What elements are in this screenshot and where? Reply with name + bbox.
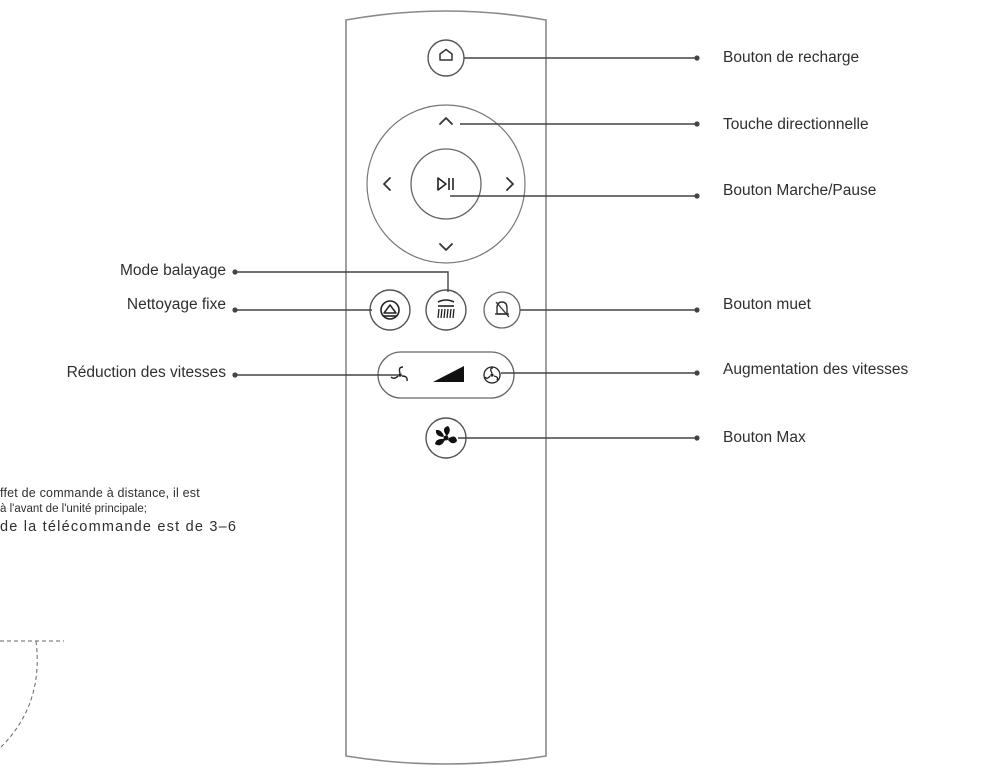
leader-line-directional — [460, 121, 700, 127]
mute-bell-icon — [495, 301, 510, 318]
label-spot-clean: Nettoyage fixe — [126, 296, 226, 313]
leader-line-mute — [520, 307, 700, 313]
home-icon — [439, 48, 453, 61]
play-pause-icon — [437, 177, 454, 191]
leader-line-play-pause — [450, 193, 700, 199]
leader-line-speed-up — [501, 370, 700, 376]
chevron-left-icon[interactable] — [383, 177, 391, 191]
play-pause-button[interactable] — [410, 148, 482, 220]
label-sweep-mode: Mode balayage — [120, 262, 226, 279]
fan-medium-icon — [483, 366, 501, 384]
note-line-2: à l'avant de l'unité principale; — [0, 503, 147, 515]
label-speed-down: Réduction des vitesses — [66, 364, 226, 381]
sweep-mode-button[interactable] — [425, 289, 467, 331]
label-max: Bouton Max — [723, 429, 806, 446]
fan-small-icon — [390, 366, 408, 382]
label-speed-up: Augmentation des vitesses — [723, 361, 909, 378]
label-mute: Bouton muet — [723, 296, 811, 313]
label-play-pause: Bouton Marche/Pause — [723, 182, 877, 199]
label-recharge: Bouton de recharge — [723, 49, 860, 66]
speed-level-icon — [433, 366, 464, 382]
note-line-1: ffet de commande à distance, il est — [0, 486, 200, 500]
leader-line-max — [458, 435, 700, 441]
sweep-brush-icon — [437, 299, 455, 319]
spot-clean-icon — [380, 300, 400, 320]
leader-line-speed-down — [232, 372, 398, 378]
signal-range-arc — [0, 640, 64, 749]
home-button[interactable] — [427, 39, 465, 77]
spot-clean-button[interactable] — [369, 289, 411, 331]
note-line-3: de la télécommande est de 3–6 — [0, 519, 238, 535]
chevron-down-icon[interactable] — [439, 243, 453, 251]
leader-line-recharge — [464, 55, 700, 61]
speed-up-button[interactable] — [483, 366, 501, 384]
fan-max-icon — [435, 426, 457, 446]
leader-line-spot-clean — [232, 307, 372, 313]
mute-button[interactable] — [483, 291, 521, 329]
chevron-right-icon[interactable] — [506, 177, 514, 191]
label-directional: Touche directionnelle — [723, 116, 869, 133]
chevron-up-icon[interactable] — [439, 117, 453, 125]
leader-line-sweep-mode — [232, 269, 449, 292]
speed-down-button[interactable] — [390, 366, 408, 382]
